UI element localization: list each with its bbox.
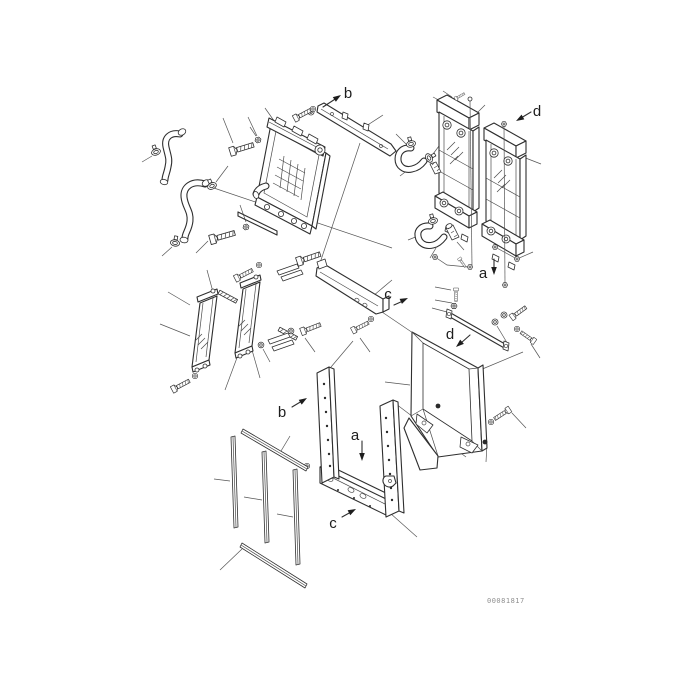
pipe-nipple: [429, 161, 442, 175]
drawing-number: 00081817: [487, 597, 525, 605]
hook-bracket: [382, 475, 397, 488]
support-frame: [316, 366, 405, 518]
nut: [431, 254, 439, 260]
callout-b-top: b: [344, 85, 352, 102]
callouts: b d a c d b a c: [278, 85, 541, 532]
callout-arrow: [460, 334, 471, 344]
callout-c-mid: c: [384, 286, 392, 303]
shim-plate: [271, 339, 295, 352]
elbow-hose-lower: [414, 212, 460, 249]
washer: [257, 341, 265, 349]
tie-rod: [445, 287, 538, 352]
nut: [466, 264, 474, 270]
shim-plate: [280, 269, 304, 282]
washer: [309, 105, 317, 113]
leader-lines: [141, 90, 542, 571]
washer: [287, 327, 295, 335]
elbow-hose-upper: [394, 135, 442, 175]
shim-plate: [276, 263, 300, 276]
upper-mount-bracket: [316, 102, 397, 157]
washer: [513, 325, 521, 333]
shim-plate: [267, 332, 291, 345]
seal-strips: [230, 428, 309, 589]
callout-c-bottom: c: [329, 515, 337, 532]
nut: [513, 256, 521, 262]
callout-b-bottom: b: [278, 404, 286, 421]
aftercooler-cores: [169, 249, 323, 394]
nut: [500, 121, 508, 127]
mounting-bracket-bar: [315, 258, 390, 315]
oil-cooler-cores: [431, 91, 534, 288]
washer: [191, 372, 199, 380]
lower-support-bar: [237, 211, 278, 236]
washer: [500, 311, 508, 319]
washer: [255, 261, 263, 269]
callout-arrow: [322, 97, 337, 108]
washer: [487, 418, 495, 426]
callout-a-bottom: a: [351, 427, 360, 444]
callout-d-top: d: [533, 103, 541, 120]
washer: [367, 315, 375, 323]
nut: [491, 244, 499, 250]
nut: [501, 282, 509, 288]
callout-d-mid: d: [446, 326, 454, 343]
radiator: [237, 116, 331, 236]
fan-shroud: [403, 331, 488, 471]
water-hoses: [148, 128, 218, 248]
callout-a-right: a: [479, 265, 488, 282]
nut: [450, 303, 458, 309]
radiator-top-tank: [266, 117, 326, 157]
washer: [491, 318, 499, 326]
